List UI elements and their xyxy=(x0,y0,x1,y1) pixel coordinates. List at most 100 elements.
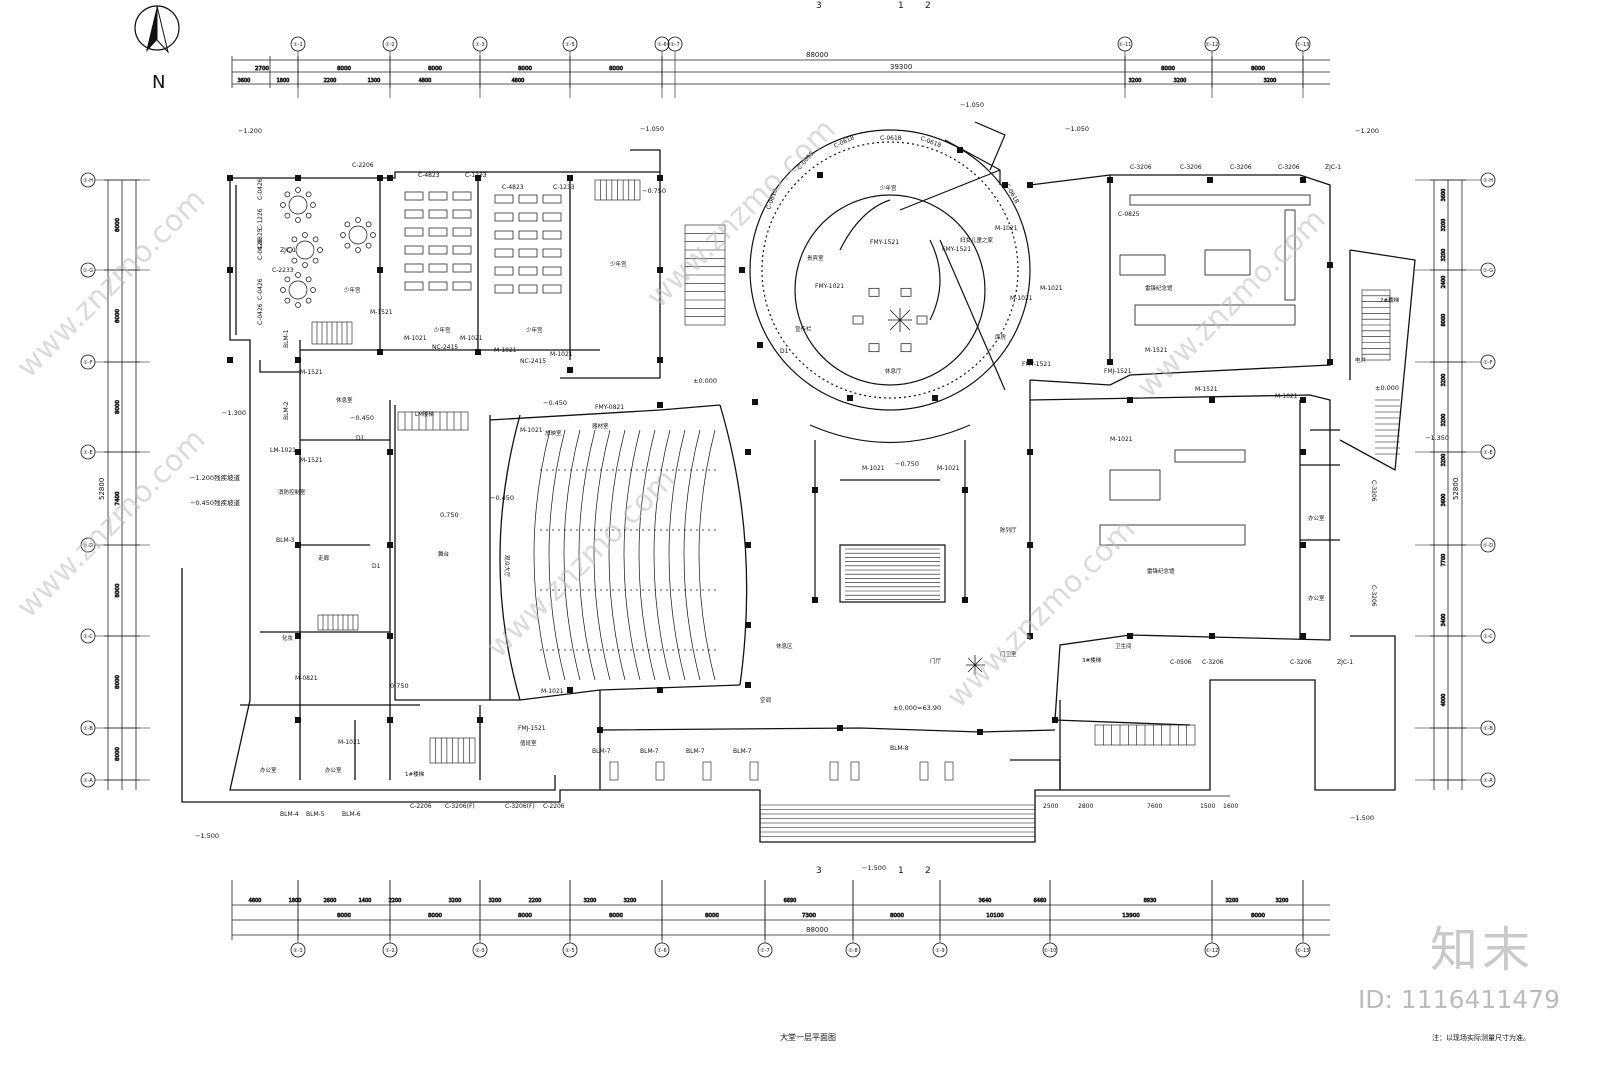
door-label: FMJ-1521 xyxy=(1104,368,1132,375)
desk xyxy=(518,266,538,276)
dim-value: 8000 xyxy=(115,747,121,761)
dim-value: 3600 xyxy=(1441,189,1447,202)
column xyxy=(1027,182,1033,188)
planter xyxy=(655,761,665,781)
desk xyxy=(542,230,562,240)
axis-label: ①-1 xyxy=(293,42,302,48)
room-label: 宣传栏 xyxy=(795,325,812,333)
column xyxy=(1327,359,1333,365)
window-label: ZJC-1 xyxy=(280,247,296,254)
room-label: 化妆 xyxy=(282,634,294,642)
axis-label: ①-G xyxy=(83,268,93,274)
dim-value: 8000 xyxy=(115,583,121,597)
door-label: M-1521 xyxy=(370,309,393,316)
axis-label: ①-6 xyxy=(657,42,666,48)
desk xyxy=(494,212,514,222)
column xyxy=(739,267,745,273)
dim-value: 3200 xyxy=(1441,219,1447,232)
room-label: 少年宫 xyxy=(610,260,627,268)
dim-value: 3640 xyxy=(979,898,992,904)
round-tables xyxy=(280,187,928,353)
desk xyxy=(518,284,538,294)
dim-value: 8000 xyxy=(115,309,121,323)
chair xyxy=(344,221,351,228)
desk xyxy=(494,266,514,276)
axis-label: ①-F xyxy=(1483,360,1492,366)
column xyxy=(295,542,301,548)
dim-value: 4800 xyxy=(419,78,432,84)
desk xyxy=(452,263,472,273)
column xyxy=(957,147,963,153)
level-mark-left: −1.200残疾坡道 xyxy=(190,473,241,482)
desk xyxy=(518,212,538,222)
column xyxy=(1127,633,1133,639)
axis-label: ①-2 xyxy=(385,42,394,48)
window-label: C-0618 xyxy=(880,135,902,142)
window-label: C-3206 xyxy=(1290,659,1312,666)
chair xyxy=(310,202,316,208)
room-label: 贵宾室 xyxy=(807,254,824,262)
column xyxy=(387,717,393,723)
blm-labels: BLM-1 BLM-2 BLM-3 BLM-4 BLM-5 BLM-6 BLM-… xyxy=(276,329,909,818)
door-label: M-1021 xyxy=(550,351,573,358)
column xyxy=(932,395,938,401)
window-label: C-0506 xyxy=(1170,659,1192,666)
dim-value: 3200 xyxy=(1226,898,1239,904)
axis-label: ①-6 xyxy=(657,948,666,954)
planter xyxy=(850,761,860,781)
watermark-brand: 知末 xyxy=(1429,922,1534,978)
desk xyxy=(542,266,562,276)
north-arrow-icon xyxy=(134,5,180,54)
column xyxy=(1027,542,1033,548)
building-walls xyxy=(181,149,1416,843)
dim-value: 1800 xyxy=(289,898,302,904)
room-label: 少年宫 xyxy=(526,326,543,334)
chair xyxy=(284,297,291,304)
door-label: M-1521 xyxy=(300,369,323,376)
seat-row xyxy=(623,429,641,681)
level-mark: ±0.000 xyxy=(1375,384,1399,392)
dim-value: 1300 xyxy=(368,78,381,84)
column xyxy=(657,687,663,693)
dim-value: 7400 xyxy=(115,491,121,505)
room-label: 休息区 xyxy=(776,642,793,650)
door-label: FMY-1521 xyxy=(870,239,899,246)
axis-label: ①-5 xyxy=(565,948,574,954)
window-label: C-3206 xyxy=(1130,164,1152,171)
room-label: 电井 xyxy=(1355,356,1367,364)
chair xyxy=(365,242,372,249)
window-label: C-3206(F) xyxy=(505,803,535,810)
seat-row xyxy=(683,429,701,681)
door-label: M-1021 xyxy=(520,427,543,434)
door-label: M-1521 xyxy=(300,457,323,464)
column xyxy=(1027,633,1033,639)
dim-value: 3200 xyxy=(489,898,502,904)
window-label: C-1233 xyxy=(553,184,575,191)
column xyxy=(477,717,483,723)
chair xyxy=(284,276,291,283)
column xyxy=(1300,177,1306,183)
dim-value: 8000 xyxy=(1251,913,1265,919)
door-label: M-0821 xyxy=(295,675,318,682)
drawing-title: 大堂一层平面图 xyxy=(780,1032,836,1042)
door-label: FMY-0821 xyxy=(595,404,624,411)
column xyxy=(1300,542,1306,548)
planter xyxy=(919,761,929,781)
window-label: C-3206 xyxy=(1278,164,1300,171)
axis-label: ①-7 xyxy=(670,42,679,48)
column xyxy=(657,402,663,408)
column xyxy=(1052,717,1058,723)
hall-stairs xyxy=(845,548,940,600)
room-label: 少年宫 xyxy=(344,286,361,294)
dim-value: 3200 xyxy=(584,898,597,904)
chair xyxy=(317,247,323,253)
column xyxy=(745,542,751,548)
axis-label: ①-E xyxy=(1483,450,1492,456)
column xyxy=(295,449,301,455)
room-label: 卫生间 xyxy=(1115,642,1132,650)
axis-label: ①-C xyxy=(1483,634,1493,640)
chair xyxy=(280,287,286,293)
axis-label: ①-3 xyxy=(475,42,484,48)
axis-label: ①-H xyxy=(1483,178,1493,184)
side-dimension-lines xyxy=(107,180,1463,790)
